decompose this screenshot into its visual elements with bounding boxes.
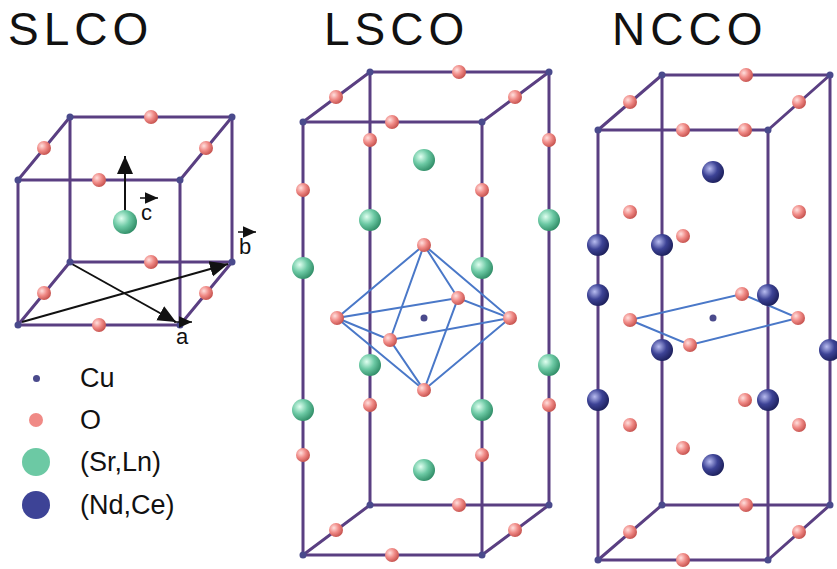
axis-label: c [141,202,152,224]
axis-label: a [176,326,188,348]
legend-text: Cu [80,365,115,392]
structure-title: SLCO [8,6,153,52]
legend-swatch [22,448,50,476]
legend-text: (Sr,Ln) [80,449,161,476]
legend-swatch [22,491,50,519]
legend-text: (Nd,Ce) [80,492,175,519]
structure-title: LSCO [324,6,469,52]
legend-swatch [33,375,40,382]
axis-label: b [239,236,251,258]
structure-title: NCCO [612,6,767,52]
legend-text: O [80,407,101,434]
legend-swatch [29,413,43,427]
